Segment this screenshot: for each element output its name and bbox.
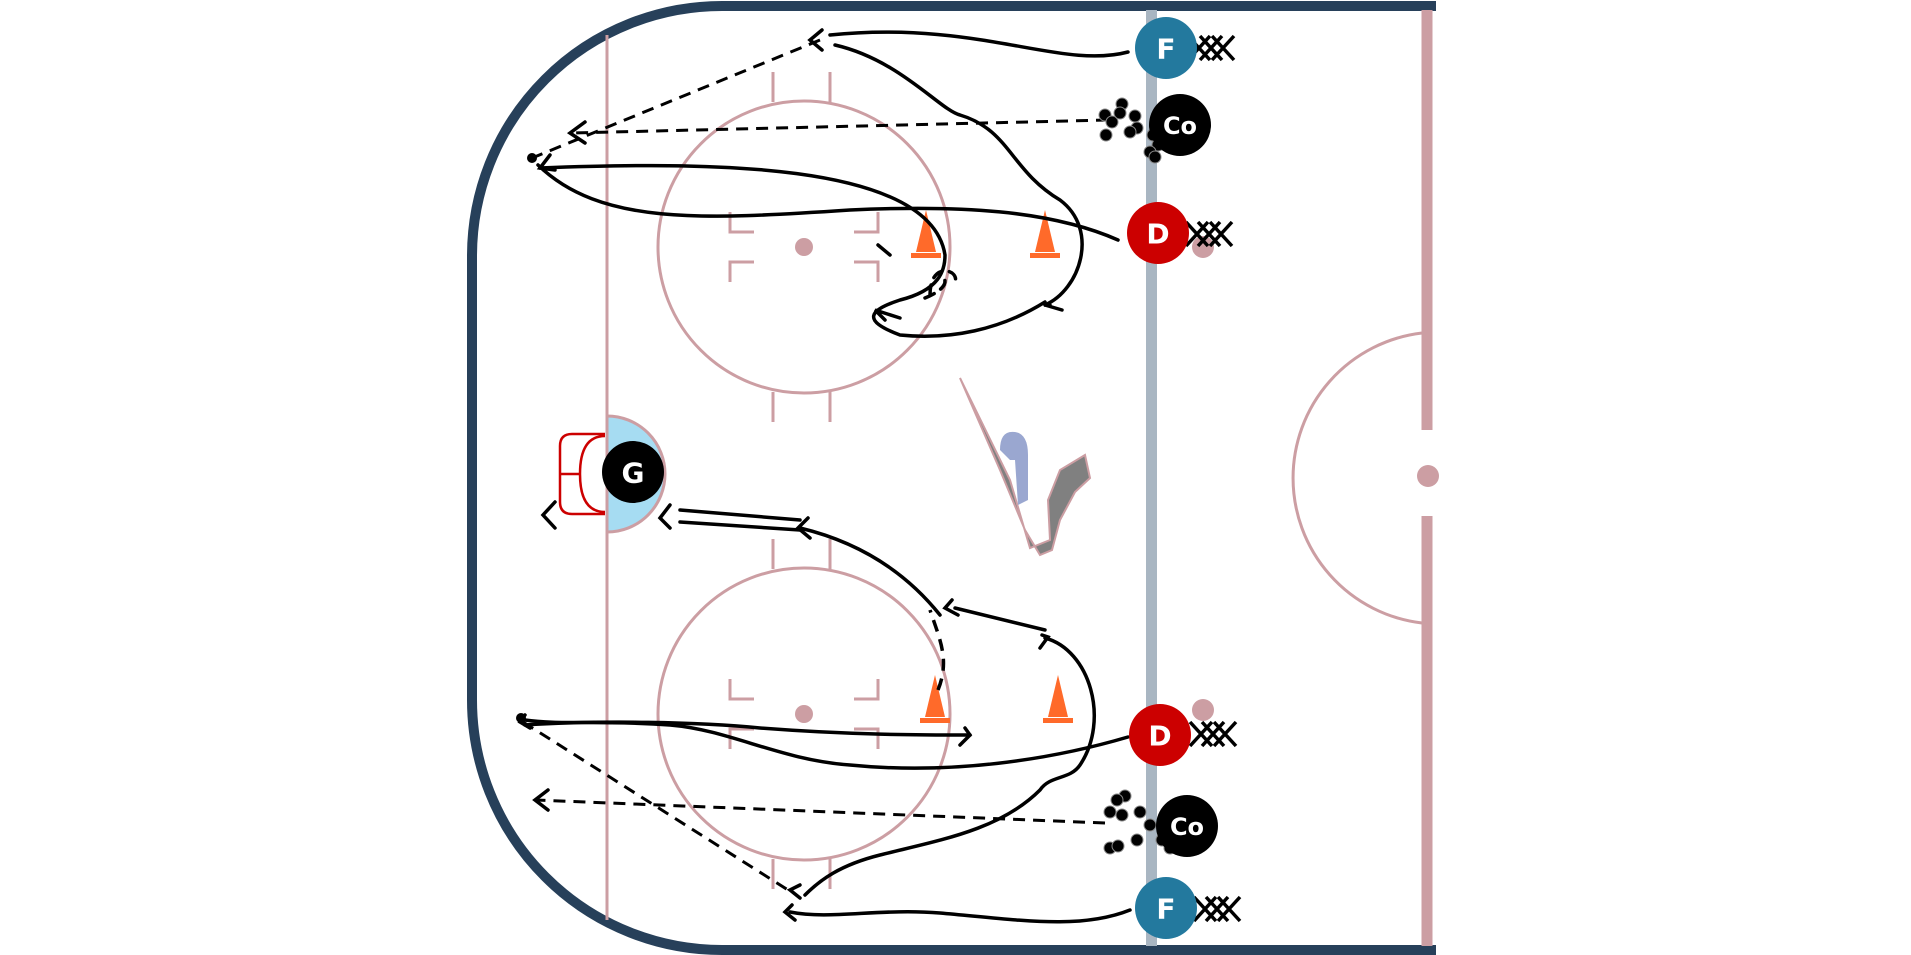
faceoff-circle-top	[656, 72, 952, 422]
cone-icon	[1043, 675, 1073, 723]
player-label: D	[1148, 720, 1171, 753]
player-d-bottom[interactable]: D	[1129, 704, 1191, 766]
player-d-top[interactable]: D	[1127, 202, 1189, 264]
hash-dot-top	[1192, 236, 1214, 258]
routes	[516, 28, 1132, 924]
player-g[interactable]: G	[602, 441, 664, 503]
player-f-top[interactable]: F	[1135, 17, 1197, 79]
player-label: Co	[1163, 112, 1197, 140]
player-label: Co	[1170, 813, 1204, 841]
player-co-top[interactable]: Co	[1149, 94, 1211, 156]
goal-net	[558, 432, 606, 516]
player-label: D	[1146, 218, 1169, 251]
cone-icon	[911, 210, 941, 258]
player-co-bottom[interactable]: Co	[1156, 795, 1218, 857]
cone-icon	[1030, 210, 1060, 258]
rink	[467, 1, 1439, 955]
cones	[911, 210, 1073, 723]
player-f-bottom[interactable]: F	[1135, 877, 1197, 939]
center-circle	[1291, 331, 1423, 625]
center-dot	[1417, 465, 1439, 487]
hash-dot-bottom	[1192, 699, 1214, 721]
player-label: F	[1156, 33, 1175, 66]
cone-icon	[920, 675, 950, 723]
team-logo	[959, 377, 1092, 557]
player-label: F	[1156, 893, 1175, 926]
blue-line	[1146, 10, 1157, 946]
players: F Co D G D Co F	[602, 17, 1218, 939]
player-label: G	[622, 457, 645, 490]
skate-marks	[1184, 34, 1242, 923]
